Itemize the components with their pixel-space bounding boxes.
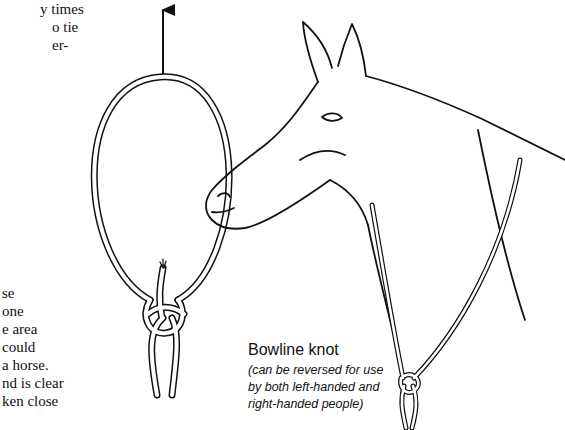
text-fragment: nd is clear [2,374,64,392]
text-fragment: a horse. [2,356,49,374]
figure-caption: Bowline knot [248,340,339,359]
text-fragment: er- [52,36,68,54]
text-fragment: y times [40,0,84,18]
neck-rope [372,160,520,428]
text-fragment: se [2,284,15,302]
text-fragment: could [2,338,35,356]
text-fragment: o tie [52,18,78,36]
text-fragment: one [2,302,24,320]
pull-arrow [162,10,164,76]
figure-note: (can be reversed for use by both left-ha… [248,362,398,413]
text-fragment: ken close [2,392,58,410]
bowline-knot [94,77,229,395]
text-fragment: e area [2,320,37,338]
